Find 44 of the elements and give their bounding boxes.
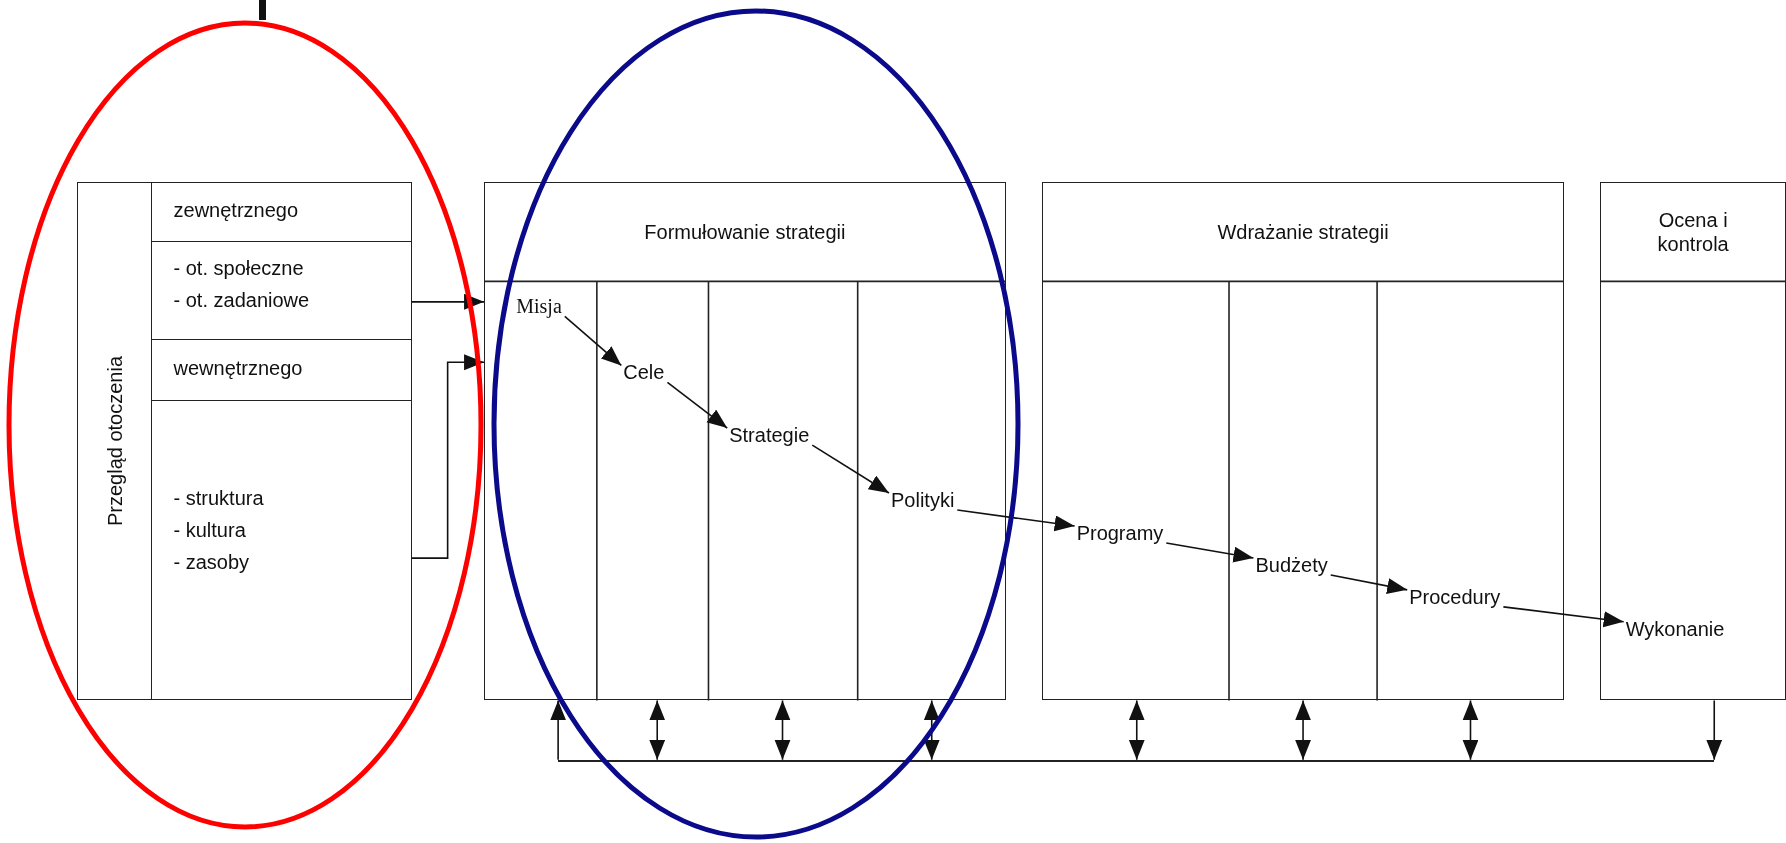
stage-box [1042, 182, 1564, 701]
arrow [1502, 606, 1625, 628]
arrow [1706, 699, 1723, 761]
section-title: Przegląd otoczenia [103, 356, 128, 527]
step-label: Strategie [727, 423, 812, 448]
arrow [564, 315, 623, 367]
arrow [1462, 699, 1479, 761]
arrow [1329, 574, 1408, 594]
list-item: - kultura [173, 518, 246, 544]
feedback-line [558, 759, 1715, 762]
step-label: Wykonanie [1623, 616, 1727, 641]
list-item: - ot. zadaniowe [173, 288, 310, 314]
arrow [410, 354, 485, 559]
arrow [1295, 699, 1312, 761]
list-item: - struktura [173, 486, 264, 512]
arrow [1128, 699, 1145, 761]
section-cell [150, 338, 412, 401]
stage-title: Formułowanie strategii [644, 220, 846, 245]
stage-title: Ocena i kontrola [1656, 208, 1730, 257]
step-label: Polityki [888, 488, 957, 513]
list-item: - ot. społeczne [173, 256, 304, 282]
section-heading: wewnętrznego [173, 356, 303, 382]
arrow [1165, 542, 1255, 563]
arrow [649, 699, 666, 761]
list-item: - zasoby [173, 550, 250, 576]
stage-box [484, 182, 1006, 701]
step-label: Misja [514, 294, 564, 319]
step-label: Programy [1074, 521, 1166, 546]
stage-title: Wdrażanie strategii [1217, 220, 1389, 245]
step-label: Cele [621, 360, 667, 385]
arrow [774, 699, 791, 761]
arrow [666, 381, 728, 429]
arrow [410, 293, 485, 310]
arrow [550, 699, 567, 761]
step-label: Procedury [1407, 584, 1503, 609]
section-cell [150, 400, 412, 700]
arrow [956, 509, 1076, 532]
arrow [811, 444, 890, 494]
arrow [923, 699, 940, 761]
section-cell [150, 240, 412, 339]
step-label: Budżety [1253, 552, 1330, 577]
section-heading: zewnętrznego [173, 198, 299, 224]
environment-box [77, 182, 413, 701]
stage-box [1600, 182, 1786, 701]
